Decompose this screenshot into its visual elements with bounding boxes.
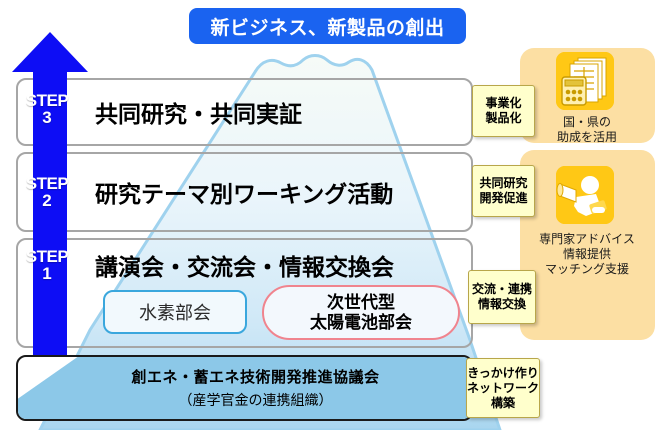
outcome-chip-council-line1: きっかけ作り bbox=[467, 365, 539, 380]
step-label-1-number: 1 bbox=[42, 264, 52, 283]
support-caption-subsidy-line2: 助成を活用 bbox=[556, 130, 617, 144]
outcome-chip-step-1: 交流・連携 情報交換 bbox=[468, 270, 536, 324]
outcome-chip-step-2-line2: 開発促進 bbox=[479, 191, 528, 205]
arrow-shape bbox=[12, 32, 88, 355]
step-label-2-number: 2 bbox=[42, 191, 52, 210]
support-caption-expert-line3: マッチング支援 bbox=[544, 262, 629, 276]
step-1-title: 講演会・交流会・情報交換会 bbox=[95, 254, 394, 280]
council-bar-tint bbox=[18, 357, 471, 419]
outcome-chip-step-1-line2: 情報交換 bbox=[477, 297, 526, 311]
step-label-1: STEP 1 bbox=[16, 248, 78, 282]
step-label-3-number: 3 bbox=[42, 108, 52, 127]
council-title: 創エネ・蓄エネ技術開発推進協議会 bbox=[131, 369, 380, 386]
step-label-1-word: STEP bbox=[25, 247, 69, 266]
support-caption-expert: 専門家アドバイス 情報提供 マッチング支援 bbox=[522, 232, 652, 277]
step-3-title: 共同研究・共同実証 bbox=[95, 101, 302, 127]
working-group-solar-line2: 太陽電池部会 bbox=[310, 312, 412, 332]
council-subtitle: （産学官金の連携組織） bbox=[178, 392, 333, 408]
outcome-chip-step-3-line1: 事業化 bbox=[485, 96, 522, 110]
upward-progress-arrow bbox=[10, 30, 90, 355]
outcome-chip-step-3: 事業化 製品化 bbox=[472, 85, 535, 137]
outcome-chip-step-3-line2: 製品化 bbox=[485, 111, 522, 125]
step-label-2: STEP 2 bbox=[16, 175, 78, 209]
step-2-title: 研究テーマ別ワーキング活動 bbox=[95, 181, 394, 207]
support-caption-expert-line1: 専門家アドバイス bbox=[539, 232, 635, 246]
outcome-chip-council-line2: ネットワーク bbox=[467, 380, 540, 395]
working-group-hydrogen[interactable]: 水素部会 bbox=[103, 290, 247, 334]
working-group-solar[interactable]: 次世代型 太陽電池部会 bbox=[262, 285, 460, 340]
support-caption-expert-line2: 情報提供 bbox=[562, 247, 611, 261]
outcome-chip-council-line3: 構築 bbox=[490, 395, 515, 410]
working-group-solar-line1: 次世代型 bbox=[327, 293, 395, 313]
step-label-2-word: STEP bbox=[25, 174, 69, 193]
step-label-3-word: STEP bbox=[25, 91, 69, 110]
document-calculator-icon bbox=[556, 52, 614, 110]
support-caption-subsidy: 国・県の 助成を活用 bbox=[522, 115, 652, 145]
support-caption-subsidy-line1: 国・県の bbox=[562, 115, 611, 129]
step-label-3: STEP 3 bbox=[16, 92, 78, 126]
outcome-chip-step-1-line1: 交流・連携 bbox=[471, 282, 532, 296]
outcome-chip-step-2-line1: 共同研究 bbox=[479, 176, 528, 190]
outcome-chip-council: きっかけ作り ネットワーク 構築 bbox=[466, 358, 540, 418]
council-bar: 創エネ・蓄エネ技術開発推進協議会 （産学官金の連携組織） bbox=[16, 355, 473, 421]
top-banner: 新ビジネス、新製品の創出 bbox=[189, 8, 466, 44]
megaphone-person-icon bbox=[556, 166, 614, 224]
outcome-chip-step-2: 共同研究 開発促進 bbox=[472, 165, 535, 217]
